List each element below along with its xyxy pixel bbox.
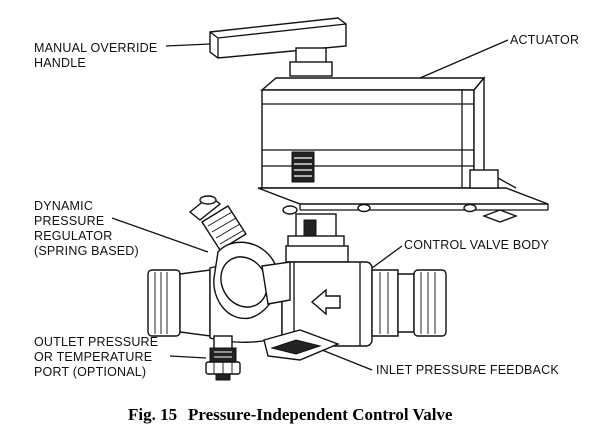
figure-title: Pressure-Independent Control Valve: [188, 405, 453, 424]
label-manual-override-line1: MANUAL OVERRIDE: [34, 41, 157, 55]
leader-manual-override: [165, 43, 211, 47]
leader-actuator: [419, 39, 509, 79]
leader-inlet-feedback: [321, 349, 373, 371]
label-outlet-line2: OR TEMPERATURE: [34, 350, 152, 364]
label-inlet-pressure-feedback: INLET PRESSURE FEEDBACK: [376, 363, 559, 377]
label-actuator: ACTUATOR: [510, 33, 579, 47]
label-dynamic-line4: (SPRING BASED): [34, 244, 139, 258]
actuator-housing: [257, 76, 549, 223]
outlet-port: [205, 335, 241, 381]
label-control-valve-body: CONTROL VALVE BODY: [404, 238, 550, 252]
manual-override-handle: [209, 17, 347, 77]
leader-dynamic-regulator: [111, 217, 209, 253]
label-dynamic-line2: PRESSURE: [34, 214, 104, 228]
label-manual-override-line2: HANDLE: [34, 56, 86, 70]
leader-lines: [111, 39, 509, 371]
valve-stem-coupling: [285, 213, 349, 263]
leader-control-valve-body: [371, 245, 403, 269]
label-dynamic-line3: REGULATOR: [34, 229, 112, 243]
label-outlet-line3: PORT (OPTIONAL): [34, 365, 146, 379]
label-outlet-line1: OUTLET PRESSURE: [34, 335, 158, 349]
label-dynamic-line1: DYNAMIC: [34, 199, 93, 213]
leader-outlet-port: [169, 355, 207, 359]
dynamic-pressure-regulator: [188, 195, 291, 320]
figure-number: Fig. 15: [128, 405, 177, 424]
control-valve-body: [147, 261, 447, 361]
